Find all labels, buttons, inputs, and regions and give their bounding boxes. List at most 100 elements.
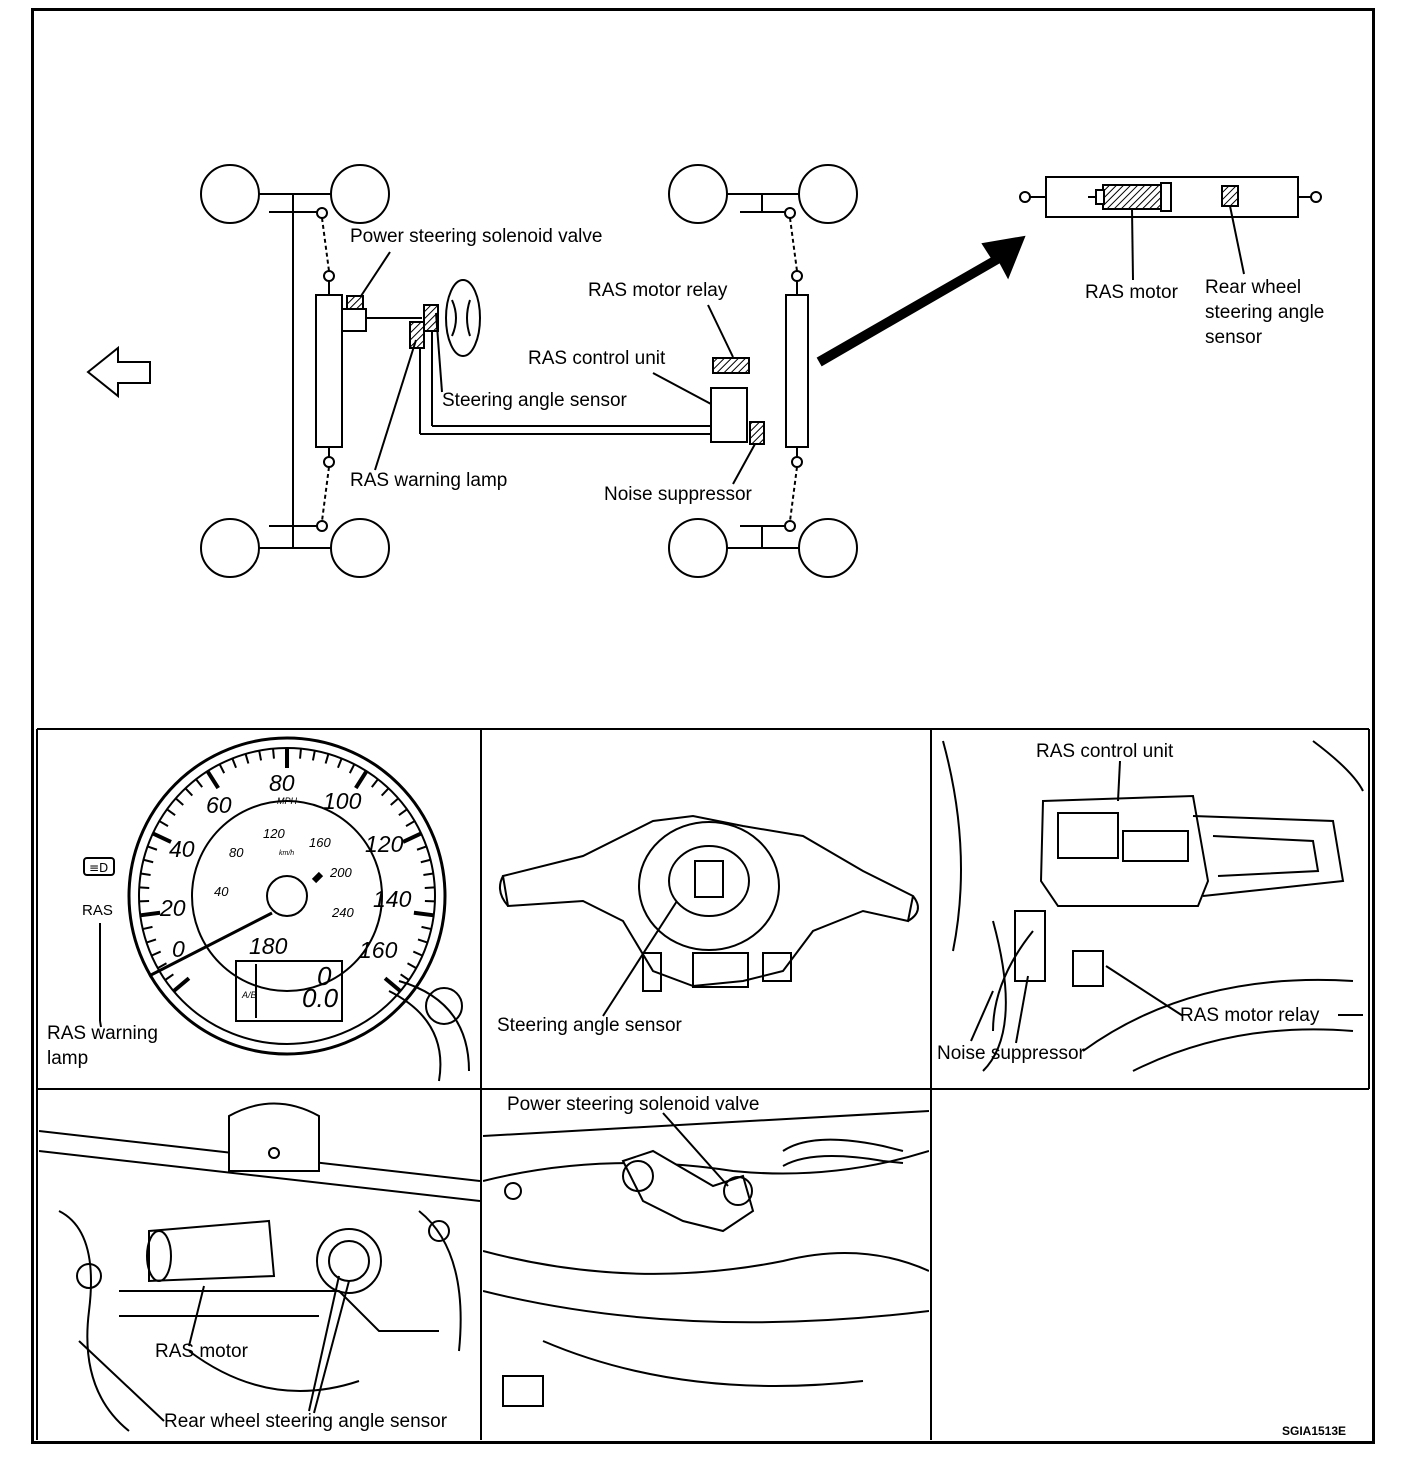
gauge-tick <box>175 797 184 806</box>
gauge-tick <box>417 938 428 944</box>
mph-tick-label: 180 <box>249 933 288 959</box>
solenoid-valve-illustration <box>483 1110 929 1407</box>
label-noise-suppressor: Noise suppressor <box>604 484 752 505</box>
meter-panel: 0 20 40 60 80 100 120 140 160 180 40 80 … <box>39 731 480 1087</box>
power-steering-rack <box>315 294 343 448</box>
gauge-tick <box>151 950 162 957</box>
ras-control-unit-box <box>710 387 748 443</box>
gauge-tick <box>147 845 158 851</box>
gauge-tick <box>407 962 417 970</box>
gauge-tick <box>184 787 194 797</box>
gauge-tick <box>390 797 399 806</box>
mph-tick-label: 100 <box>323 788 362 814</box>
steering-wheel <box>445 279 481 357</box>
gauge-tick <box>143 858 154 864</box>
gauge-tick <box>413 910 434 918</box>
front-direction-arrow <box>86 345 151 399</box>
gauge-tick <box>139 886 150 889</box>
mph-tick-label: 60 <box>206 792 232 818</box>
gauge-tick <box>380 787 390 797</box>
gauge-tick <box>405 820 416 827</box>
label-steering-angle-sensor: Steering angle sensor <box>442 390 627 411</box>
label-ras-motor: RAS motor <box>1085 282 1178 303</box>
gauge-tick <box>299 748 302 759</box>
label-ras-warning-lamp: RAS warning lamp <box>350 470 508 491</box>
cu-label-noise-suppressor: Noise suppressor <box>937 1043 1085 1064</box>
gauge-tick <box>140 910 161 918</box>
gauge-tick <box>158 820 169 827</box>
gauge-tick <box>152 831 172 844</box>
gauge-tick <box>421 925 432 931</box>
gauge-tick <box>420 858 431 864</box>
gauge-tick <box>272 748 275 759</box>
rear-actuator-illustration <box>39 1102 480 1432</box>
gauge-tick <box>157 962 167 970</box>
gauge-tick <box>354 770 369 790</box>
mph-tick-label: 140 <box>373 886 412 912</box>
steering-sensor-panel: Steering angle sensor <box>483 731 929 1087</box>
mph-tick-label: 160 <box>359 937 398 963</box>
mph-tick-label: 20 <box>159 895 186 921</box>
combination-switch-illustration <box>498 814 919 1017</box>
label-power-steering-solenoid-valve: Power steering solenoid valve <box>350 226 603 247</box>
gauge-tick <box>195 778 203 788</box>
rear-actuator-panel: RAS motor Rear wheel steering angle sens… <box>39 1091 480 1438</box>
mph-tick-label: 120 <box>365 831 404 857</box>
gauge-tick <box>324 753 330 764</box>
mph-tick-label: 40 <box>169 836 195 862</box>
gauge-tick <box>400 973 410 981</box>
kmh-tick-label: 240 <box>331 905 354 920</box>
control-unit-illustration <box>942 740 1364 1072</box>
rear-label-rear-wheel-sensor: Rear wheel steering angle sensor <box>164 1411 448 1432</box>
rear-steering-actuator <box>785 294 809 448</box>
headlamp-icon: ≡D <box>89 861 108 875</box>
kmh-unit: km/h <box>279 850 294 857</box>
gauge-tick <box>164 973 174 981</box>
gauge-tick <box>398 808 408 817</box>
gauge-tick <box>244 753 250 764</box>
gauge-tick <box>218 763 226 774</box>
detail-pointer-arrow <box>816 235 1026 367</box>
gauge-tick <box>337 758 343 769</box>
gauge-tick <box>311 750 316 761</box>
kmh-tick-label: 40 <box>214 884 229 899</box>
meter-label-ras-warning-lamp: RAS warning lamp <box>47 1023 158 1069</box>
gauge-tick <box>424 886 435 889</box>
figure-code: SGIA1513E <box>1282 1424 1347 1438</box>
cu-label-ras-control-unit: RAS control unit <box>1036 741 1174 762</box>
mph-tick-label: 80 <box>269 770 295 796</box>
cu-label-ras-motor-relay: RAS motor relay <box>1180 1005 1320 1026</box>
noise-suppressor-hatch <box>749 421 765 445</box>
kmh-tick-label: 120 <box>263 826 285 841</box>
trip-value: 0.0 <box>302 983 339 1013</box>
gauge-tick <box>231 758 237 769</box>
label-ras-motor-relay: RAS motor relay <box>588 280 728 301</box>
gauge-tick <box>412 950 423 957</box>
ras-warning-lamp-hatch <box>409 321 425 349</box>
mph-unit: MPH <box>277 796 298 806</box>
kmh-tick-label: 200 <box>329 865 352 880</box>
figure-frame <box>31 8 1375 1444</box>
steering-label-sensor: Steering angle sensor <box>497 1015 682 1036</box>
gauge-tick <box>205 770 220 790</box>
rear-label-ras-motor: RAS motor <box>155 1341 248 1362</box>
gauge-tick <box>166 808 176 817</box>
speedometer-illustration: 0 20 40 60 80 100 120 140 160 180 40 80 … <box>82 736 470 1082</box>
gauge-tick <box>371 778 379 788</box>
control-unit-panel: RAS control unit RAS motor relay Noise s… <box>933 731 1367 1087</box>
trip-ab-label: A/B <box>241 990 257 1000</box>
gauge-tick <box>416 845 427 851</box>
label-rear-wheel-steering-angle-sensor: Rear wheel steering angle sensor <box>1205 277 1325 348</box>
solenoid-panel: Power steering solenoid valve <box>483 1091 929 1438</box>
gauge-tick <box>140 872 151 876</box>
mph-tick-label: 0 <box>172 936 185 962</box>
solenoid-hatch <box>346 295 364 310</box>
kmh-tick-label: 160 <box>309 835 331 850</box>
label-ras-control-unit: RAS control unit <box>528 348 666 369</box>
gauge-tick <box>383 976 402 993</box>
ras-motor-relay-hatch <box>712 357 750 374</box>
gauge-tick <box>258 750 263 761</box>
gauge-tick <box>142 925 153 931</box>
